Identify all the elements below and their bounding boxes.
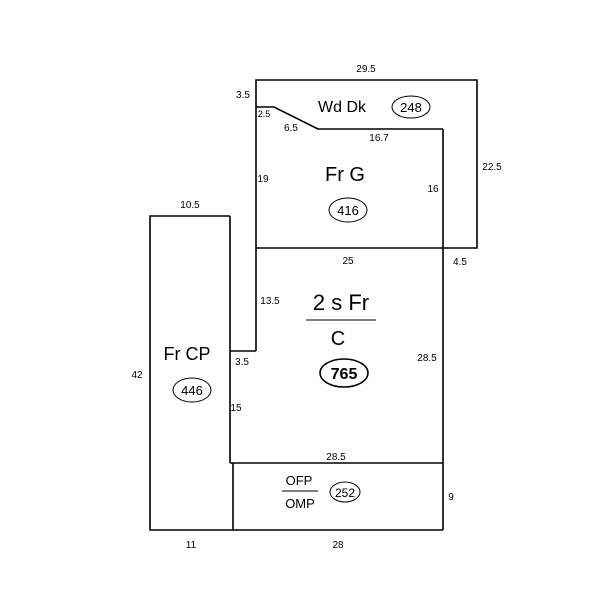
carport-outline [149, 215, 233, 531]
dim-garage-right: 16 [427, 184, 439, 195]
wd-dk-area-oval [391, 95, 431, 119]
dim-deck-diagonal: 6.5 [284, 123, 298, 134]
porch-label-line1: OFP [286, 473, 313, 488]
dim-porch-right: 9 [448, 492, 454, 503]
dim-deck-inner-top: 16.7 [369, 133, 389, 144]
fr-cp-label: Fr CP [164, 344, 211, 364]
wd-dk-label: Wd Dk [318, 99, 367, 116]
dim-house-left-upper: 13.5 [260, 296, 280, 307]
fr-cp-area: 446 [181, 383, 203, 398]
fr-g-area: 416 [337, 203, 359, 218]
dim-carport-left: 42 [131, 370, 143, 381]
house-area-oval [319, 358, 369, 388]
fr-g-area-oval [328, 197, 368, 223]
dim-garage-left: 19 [257, 174, 269, 185]
dim-house-bottom: 28.5 [326, 452, 346, 463]
wd-dk-area: 248 [400, 100, 422, 115]
dim-deck-left: 3.5 [236, 90, 250, 101]
dim-house-right: 28.5 [417, 353, 437, 364]
porch-area-oval [329, 481, 361, 503]
house-area: 765 [331, 366, 358, 383]
dim-deck-right: 22.5 [482, 162, 502, 173]
dim-deck-top: 29.5 [356, 64, 376, 75]
dim-deck-bottom-right: 4.5 [453, 257, 467, 268]
porch-label-line2: OMP [285, 496, 315, 511]
deck-inner-edge [256, 106, 443, 130]
dim-deck-step: 2.5 [258, 109, 271, 119]
dim-porch-bottom: 28 [332, 540, 344, 551]
house-label-line1: 2 s Fr [313, 290, 369, 315]
porch-outline [232, 463, 443, 531]
dim-garage-bottom: 25 [342, 256, 354, 267]
porch-area: 252 [335, 486, 355, 500]
dim-carport-top: 10.5 [180, 200, 200, 211]
dim-house-jog: 3.5 [235, 357, 249, 368]
dim-house-left-lower: 15 [230, 403, 242, 414]
fr-cp-area-oval [172, 377, 212, 403]
dim-carport-bottom: 11 [186, 540, 197, 551]
house-label-line2: C [331, 328, 345, 350]
fr-g-label: Fr G [325, 164, 365, 186]
deck-outline [255, 79, 478, 249]
